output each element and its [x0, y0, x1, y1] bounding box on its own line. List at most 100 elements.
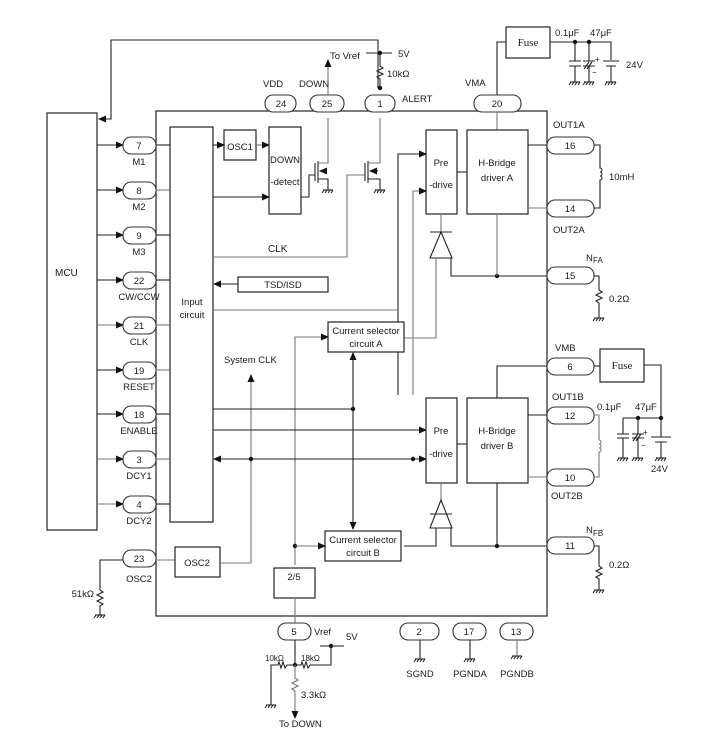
- vref-network: 5V 10kΩ 18kΩ 3.3kΩ To DOWN: [264, 632, 358, 730]
- svg-text:Fuse: Fuse: [518, 37, 539, 49]
- svg-text:0.2Ω: 0.2Ω: [609, 560, 629, 571]
- predrive-a-block: Pre -drive: [425, 129, 458, 215]
- pin-23: 23 OSC2 51kΩ: [72, 549, 175, 619]
- svg-text:−: −: [592, 68, 597, 77]
- svg-text:SGND: SGND: [406, 669, 434, 680]
- hbridge-b-block: H-Bridge driver B: [466, 397, 529, 484]
- svg-text:15: 15: [565, 271, 576, 282]
- svg-text:driver B: driver B: [481, 441, 514, 452]
- svg-text:5: 5: [291, 627, 296, 638]
- divider-block: 2/5: [273, 567, 316, 599]
- svg-text:5V: 5V: [346, 632, 358, 643]
- svg-text:driver A: driver A: [481, 173, 514, 184]
- pin-16: 16 OUT1A: [528, 120, 595, 155]
- pin-24: 24 VDD: [263, 79, 297, 113]
- pin-8: 8 M2: [97, 181, 170, 213]
- predrive-b-block: Pre -drive: [425, 397, 458, 484]
- svg-text:17: 17: [464, 627, 475, 638]
- pin-1: 1 ALERT: [364, 94, 433, 113]
- svg-text:11: 11: [565, 541, 575, 552]
- pin-6: 6 VMB: [546, 343, 595, 376]
- svg-text:23: 23: [134, 554, 145, 565]
- svg-text:Current selector: Current selector: [332, 326, 400, 337]
- svg-text:RESET: RESET: [123, 382, 155, 393]
- svg-text:CLK: CLK: [268, 244, 288, 255]
- pin-7: 7 M1: [97, 136, 170, 168]
- svg-text:Vref: Vref: [314, 627, 331, 638]
- left-pins: 7 M1 8 M2 9 M3 22 CW/CCW 21: [72, 136, 175, 619]
- svg-text:Pre: Pre: [434, 426, 449, 437]
- svg-text:FA: FA: [593, 256, 603, 265]
- svg-text:M1: M1: [132, 157, 145, 168]
- svg-text:OUT2A: OUT2A: [553, 225, 585, 236]
- current-selector-a-block: Current selector circuit A: [327, 321, 405, 353]
- svg-text:2: 2: [416, 627, 421, 638]
- comparator-a: [404, 214, 547, 339]
- svg-text:9: 9: [136, 231, 141, 242]
- svg-text:OUT1B: OUT1B: [552, 392, 584, 403]
- svg-text:ALERT: ALERT: [402, 94, 433, 105]
- osc2-block: OSC2: [174, 546, 221, 578]
- svg-text:47μF: 47μF: [590, 28, 612, 39]
- svg-text:PGNDB: PGNDB: [500, 669, 534, 680]
- svg-text:PGNDA: PGNDA: [453, 669, 487, 680]
- svg-text:−: −: [641, 441, 646, 450]
- svg-text:10kΩ: 10kΩ: [387, 69, 409, 80]
- svg-text:OUT2B: OUT2B: [551, 491, 583, 502]
- osc-resistor: [95, 589, 105, 615]
- pin-19: 19 RESET: [97, 361, 170, 393]
- svg-text:M3: M3: [132, 247, 145, 258]
- pin-12: 12 OUT1B: [528, 392, 595, 425]
- svg-text:3: 3: [136, 455, 141, 466]
- osc1-block: OSC1: [223, 129, 257, 161]
- pin-5: 5 Vref: [277, 622, 331, 641]
- inductor-b: [594, 414, 602, 478]
- hbridge-a-block: H-Bridge driver A: [466, 129, 529, 215]
- pin-17: 17 PGNDA: [452, 622, 488, 680]
- pin-25: 25 DOWN: [299, 79, 345, 113]
- svg-text:0.1μF: 0.1μF: [597, 402, 622, 413]
- svg-text:18: 18: [134, 410, 145, 421]
- svg-text:22: 22: [134, 276, 145, 287]
- pin-11: 11 N FB 0.2Ω: [546, 525, 629, 594]
- mosfet-alert: [213, 118, 386, 258]
- svg-text:10mH: 10mH: [609, 172, 634, 183]
- svg-text:24: 24: [276, 99, 287, 110]
- svg-text:12: 12: [565, 411, 576, 422]
- svg-text:25: 25: [322, 99, 333, 110]
- current-selector-b-block: Current selector circuit B: [324, 530, 402, 562]
- down-detect-block: DOWN -detect: [268, 126, 302, 215]
- svg-text:3.3kΩ: 3.3kΩ: [301, 690, 326, 701]
- svg-text:System CLK: System CLK: [224, 355, 277, 366]
- svg-text:DOWN: DOWN: [270, 155, 300, 166]
- supply-a: Fuse + − 0.1μF 47μF 24V: [496, 26, 644, 95]
- svg-text:CW/CCW: CW/CCW: [118, 292, 159, 303]
- svg-text:-detect: -detect: [270, 177, 299, 188]
- fuse-a: [505, 26, 551, 59]
- svg-text:N: N: [586, 525, 593, 536]
- svg-text:24V: 24V: [626, 60, 644, 71]
- pin-2: 2 SGND: [399, 622, 440, 680]
- top-pins: 24 VDD 25 DOWN 1 ALERT 20 VMA: [263, 78, 522, 113]
- tsd-isd-block: TSD/ISD: [237, 276, 329, 293]
- svg-text:OSC2: OSC2: [126, 574, 152, 585]
- svg-text:-drive: -drive: [429, 180, 453, 191]
- svg-text:2/5: 2/5: [287, 572, 300, 583]
- mosfet-down: [301, 118, 334, 198]
- svg-text:ENABLE: ENABLE: [120, 426, 158, 437]
- svg-text:To Vref: To Vref: [330, 51, 360, 62]
- pin-21: 21 CLK: [97, 316, 170, 348]
- svg-text:6: 6: [567, 362, 572, 373]
- svg-text:7: 7: [136, 141, 141, 152]
- pin-9: 9 M3: [97, 226, 170, 258]
- pin-22: 22 CW/CCW: [97, 271, 170, 303]
- svg-text:51kΩ: 51kΩ: [72, 589, 94, 600]
- svg-text:4: 4: [136, 500, 141, 511]
- svg-text:circuit A: circuit A: [349, 339, 383, 350]
- svg-text:OSC2: OSC2: [184, 558, 210, 569]
- svg-text:H-Bridge: H-Bridge: [478, 426, 516, 437]
- svg-text:H-Bridge: H-Bridge: [478, 158, 516, 169]
- svg-text:M2: M2: [132, 202, 145, 213]
- svg-text:VMA: VMA: [465, 78, 486, 89]
